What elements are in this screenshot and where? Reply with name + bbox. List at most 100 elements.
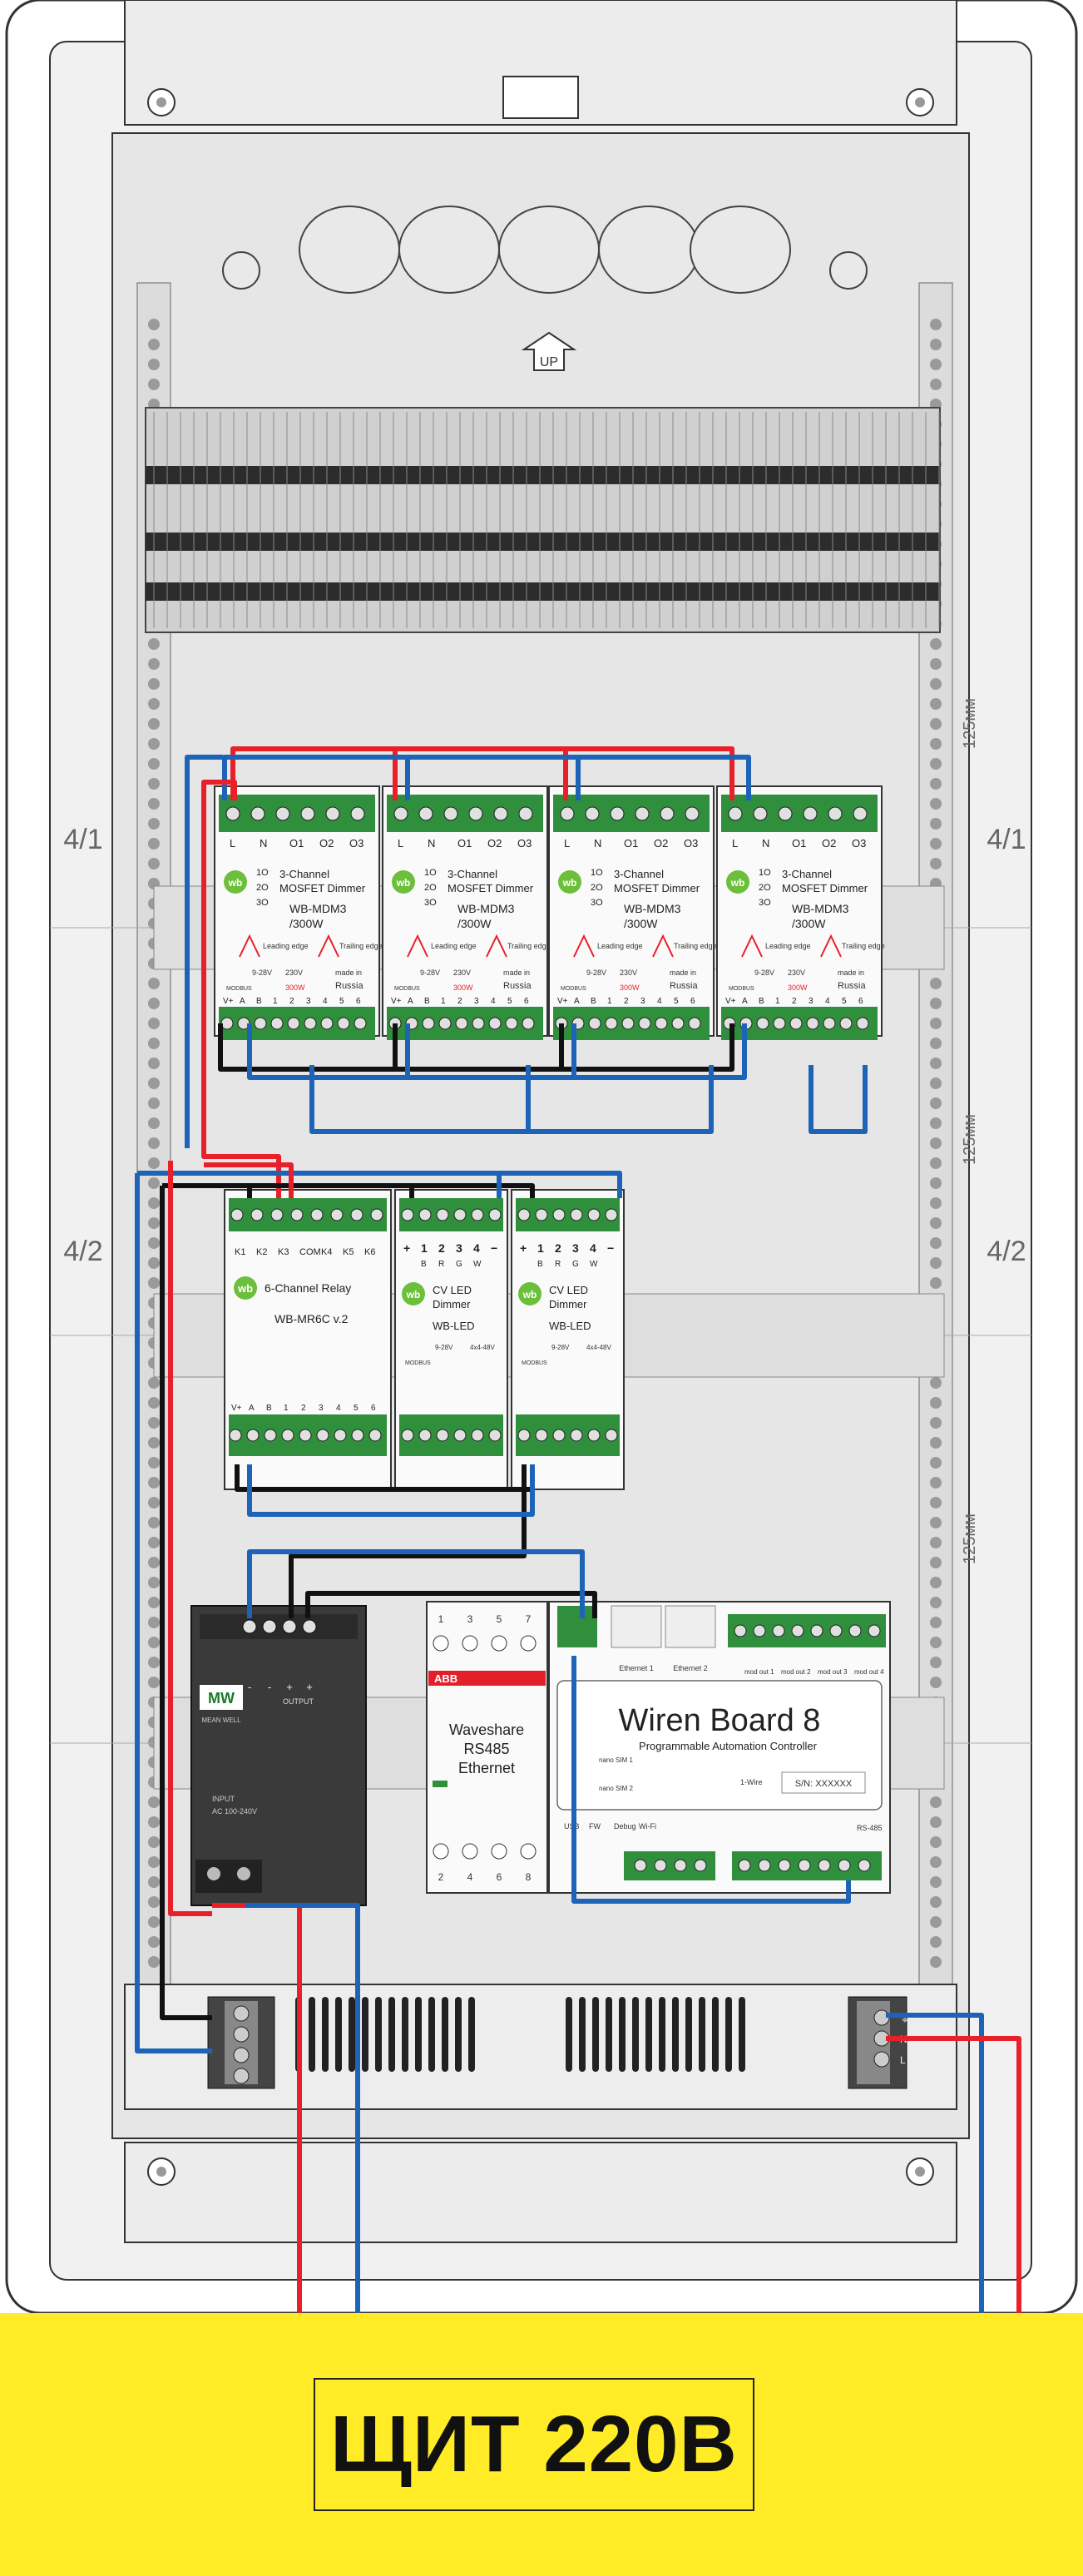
dimmer-edge-left: Leading edge <box>597 942 643 950</box>
terminal-screw <box>254 1017 267 1030</box>
terminal-screw <box>728 806 743 821</box>
terminal-screw <box>868 1624 881 1637</box>
row-label-left-1: 4/1 <box>63 824 102 855</box>
wire-blue-mains-in <box>245 1903 360 2313</box>
led-top-terminal-label: 3 <box>456 1241 462 1255</box>
dimmer-edge-right: Trailing edge <box>339 942 383 950</box>
wb8-subtitle: Programmable Automation Controller <box>639 1740 818 1752</box>
rail-hole <box>148 1217 160 1229</box>
psu-terminal-label: + <box>306 1681 313 1693</box>
led-top-terminal-label: − <box>491 1241 497 1255</box>
relay-title: 6-Channel Relay <box>265 1281 351 1295</box>
dimmer-top-terminal-label: O3 <box>517 837 532 850</box>
terminal-screw <box>789 1017 803 1030</box>
terminal-screw <box>806 1017 819 1030</box>
dimmer-input-label: 3O <box>424 898 437 908</box>
input-terminal-screw-4 <box>233 2068 250 2084</box>
rail-hole <box>930 1796 942 1808</box>
output-terminal: ⏚ N L <box>848 1996 910 2089</box>
terminal-screw <box>505 1017 518 1030</box>
rail-hole <box>930 1577 942 1588</box>
terminal-screw <box>638 1017 651 1030</box>
rail-hole <box>930 1197 942 1209</box>
wb8-bus-onewire: 1-Wire <box>740 1778 763 1786</box>
dimmer-bottom-terminal-label: 4 <box>491 997 496 1006</box>
terminal-screw <box>488 1208 502 1221</box>
vent-slot <box>592 1997 599 2072</box>
psu-input-label: INPUT <box>212 1795 235 1803</box>
rail-hole <box>930 1177 942 1189</box>
dimmer-top-terminal-label: O2 <box>654 837 668 850</box>
relay-brand-logo <box>234 1276 257 1300</box>
rail-hole <box>930 778 942 790</box>
terminal-screw <box>756 1017 769 1030</box>
led-channel-letter: G <box>572 1260 579 1269</box>
vent-slot <box>349 1997 355 2072</box>
wb-logo-icon <box>392 870 415 894</box>
terminal-screw <box>472 1017 485 1030</box>
dimmer-bottom-terminal-label: 2 <box>457 997 462 1006</box>
terminal-screw <box>225 806 240 821</box>
rail-hole <box>930 1018 942 1029</box>
relay-bottom-terminal-label: B <box>266 1404 272 1413</box>
terminal-screw <box>587 1429 601 1442</box>
dimmer-top-terminal-label: L <box>732 837 738 850</box>
waveshare-status-led <box>433 1781 448 1787</box>
rail-hole <box>930 1497 942 1508</box>
rail-hole <box>148 1377 160 1389</box>
dimmer-input-label: 1O <box>591 868 603 878</box>
terminal-screw <box>418 806 433 821</box>
up-arrow-icon: UP <box>521 331 577 371</box>
wb8-sim-2: nano SIM 2 <box>599 1785 633 1792</box>
ws-terminal-label: 2 <box>438 1871 444 1883</box>
led-top-terminal-label: 1 <box>421 1241 428 1255</box>
rail-hole <box>148 1916 160 1928</box>
rail-hole <box>148 339 160 350</box>
rail-hole <box>930 798 942 810</box>
psu-input-screw-2 <box>237 1867 250 1880</box>
wb8-bus-rs485: RS-485 <box>857 1824 883 1832</box>
terminal-screw <box>443 806 458 821</box>
rail-hole <box>148 1157 160 1169</box>
terminal-screw <box>671 1017 685 1030</box>
rail-hole <box>930 978 942 989</box>
dimmer-top-terminal-label: L <box>230 837 235 850</box>
terminal-screw <box>282 1619 297 1634</box>
ws-terminal-label: 6 <box>497 1871 502 1883</box>
rail-hole <box>148 638 160 650</box>
relay-top-terminal-label: K4 <box>321 1247 332 1257</box>
relay-top-terminal-label: K5 <box>343 1247 354 1257</box>
dimmer-bottom-terminal-label: V+ <box>391 997 402 1006</box>
rail-hole <box>930 1936 942 1948</box>
rail-hole <box>148 1577 160 1588</box>
terminal-screw <box>488 1017 502 1030</box>
rail-hole <box>930 1058 942 1069</box>
led-top-terminal-label: 1 <box>537 1241 544 1255</box>
rail-hole <box>148 798 160 810</box>
terminal-screw <box>250 806 265 821</box>
wb8-port-2: Ethernet 2 <box>673 1664 708 1672</box>
vent-slot <box>402 1997 408 2072</box>
terminal-screw <box>491 1843 507 1860</box>
row-label-left-2: 4/2 <box>63 1236 102 1267</box>
terminal-screw <box>325 806 340 821</box>
wire-blue-led-bus <box>247 1464 535 1517</box>
output-terminal-label-3: L <box>900 2054 906 2066</box>
rail-hole <box>148 379 160 390</box>
input-terminal <box>207 1996 275 2089</box>
rail-hole <box>148 1956 160 1968</box>
psu-input-screw-1 <box>207 1867 220 1880</box>
terminal-screw <box>438 1017 452 1030</box>
trailing-edge-icon <box>318 934 339 958</box>
rail-hole <box>930 1537 942 1548</box>
led-top-terminal-label: + <box>403 1241 410 1255</box>
rail-hole <box>148 1617 160 1628</box>
vent-slot <box>725 1997 732 2072</box>
rail-hole <box>148 1557 160 1568</box>
relay-bottom-terminal-label: A <box>249 1404 255 1413</box>
relay-brand: wb <box>237 1282 253 1295</box>
